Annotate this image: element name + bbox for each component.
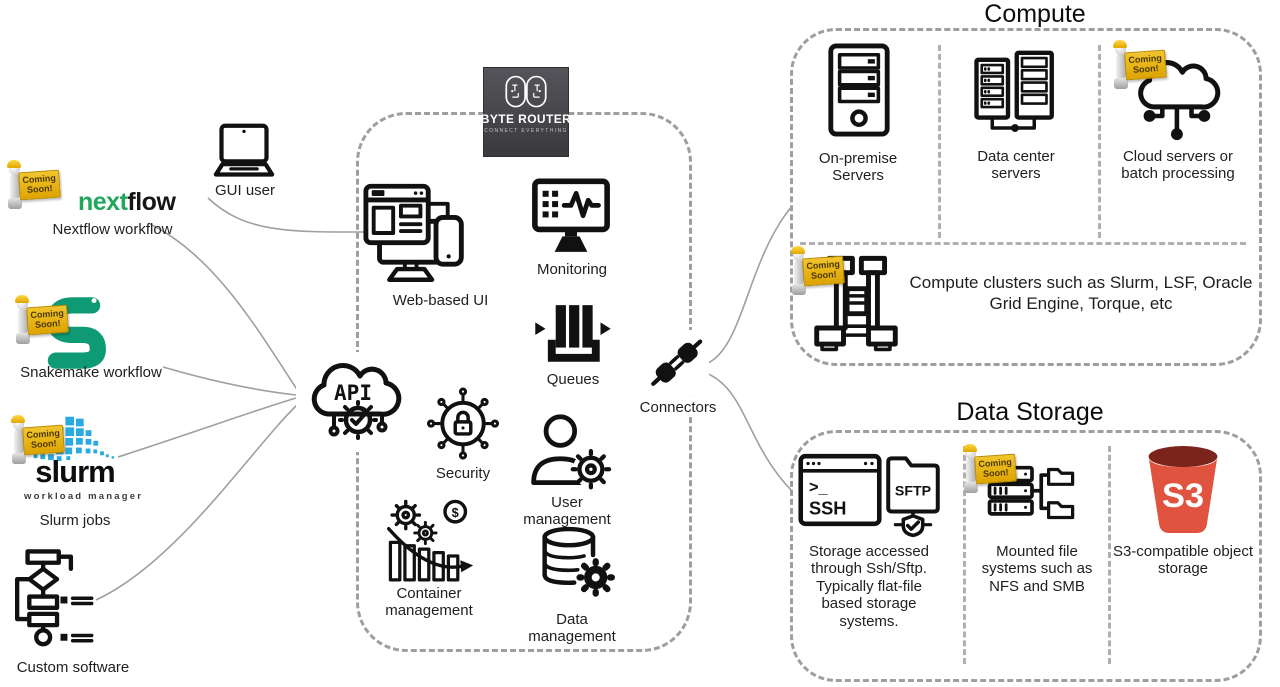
- hard-hat-icon: [7, 160, 21, 168]
- connectors-icon: [645, 330, 709, 396]
- cloud-servers-label: Cloud servers or batch processing: [1121, 148, 1235, 183]
- ssh-storage-label: Storage accessed through Ssh/Sftp. Typic…: [808, 543, 930, 630]
- compute-box: [790, 28, 1262, 366]
- storage-divider-2: [1108, 446, 1111, 664]
- line-connectors-compute: [705, 205, 793, 365]
- s3-bucket-icon: S3: [1140, 442, 1226, 538]
- snakemake-label: Snakemake workflow: [20, 364, 162, 381]
- api-text: API: [334, 381, 372, 405]
- line-slurm-api: [117, 397, 297, 458]
- line-connectors-storage: [705, 372, 793, 492]
- cluster-icon: [806, 252, 906, 354]
- prompt-text: >_: [809, 479, 829, 497]
- nextflow-logo-dark: flow: [127, 188, 176, 216]
- monitoring-label: Monitoring: [536, 261, 608, 278]
- line-snakemake-api: [162, 366, 297, 396]
- custom-software-label: Custom software: [16, 659, 130, 676]
- coming-soon-badge: Coming Soon!: [6, 160, 61, 218]
- compute-title: Compute: [984, 0, 1086, 28]
- storage-title: Data Storage: [956, 398, 1104, 426]
- logo-title: BYTE ROUTER: [480, 112, 572, 126]
- data-center-label: Data center servers: [977, 148, 1055, 183]
- brain-icon: [505, 75, 547, 108]
- slurm-label: Slurm jobs: [39, 512, 111, 529]
- line-custom-api: [95, 403, 299, 601]
- api-cloud-icon: API: [296, 352, 410, 452]
- nextflow-logo: nextflow: [78, 188, 176, 217]
- coming-soon-badge: Coming Soon!: [14, 295, 69, 353]
- coming-soon-sign: Coming Soon!: [18, 169, 61, 201]
- security-icon: [418, 383, 508, 465]
- on-premise-label: On-premise Servers: [818, 150, 898, 185]
- gui-user-label: GUI user: [214, 182, 275, 199]
- cloud-compute-icon: [1124, 50, 1228, 141]
- byte-router-logo: BYTE ROUTER CONNECT EVERYTHING: [480, 68, 572, 156]
- queues-icon: [533, 302, 613, 368]
- coming-soon-badge: Coming Soon!: [790, 246, 845, 304]
- tower-server-icon: [822, 42, 896, 138]
- user-management-label: User management: [523, 494, 611, 529]
- storage-box: [790, 430, 1262, 682]
- s3-text: S3: [1162, 477, 1204, 515]
- container-management-label: Container management: [385, 585, 473, 620]
- compute-divider-h: [800, 242, 1246, 245]
- coming-soon-badge: Coming Soon!: [962, 444, 1017, 502]
- laptop-icon: [208, 122, 280, 182]
- slurm-tagline: workload manager: [24, 491, 144, 502]
- web-ui-label: Web-based UI: [392, 292, 489, 309]
- worker-figure: [9, 164, 20, 175]
- mounted-fs-label: Mounted file systems such as NFS and SMB: [981, 543, 1093, 595]
- logo-subtitle: CONNECT EVERYTHING: [484, 128, 568, 134]
- coming-soon-badge: Coming Soon!: [10, 415, 65, 473]
- compute-divider-2: [1098, 45, 1101, 238]
- slurm-wordmark: slurm: [35, 454, 115, 489]
- security-label: Security: [435, 465, 491, 482]
- flowchart-icon: [8, 548, 100, 652]
- queues-label: Queues: [546, 371, 600, 388]
- sftp-folder-icon: SFTP: [882, 446, 944, 538]
- sftp-text: SFTP: [895, 483, 931, 499]
- connectors-label: Connectors: [634, 399, 722, 417]
- clusters-label: Compute clusters such as Slurm, LSF, Ora…: [909, 273, 1253, 314]
- coming-soon-badge: Coming Soon!: [1112, 40, 1167, 98]
- rack-servers-icon: [966, 48, 1064, 138]
- user-management-icon: [520, 412, 616, 496]
- web-ui-icon: [362, 178, 474, 288]
- nextflow-logo-green: next: [78, 188, 128, 216]
- ssh-terminal-icon: >_ SSH: [798, 452, 882, 528]
- data-management-icon: [533, 523, 619, 605]
- mounted-fs-icon: [985, 464, 1079, 536]
- ssh-text: SSH: [809, 498, 847, 519]
- container-management-icon: $: [383, 498, 478, 585]
- data-management-label: Data management: [528, 611, 616, 646]
- storage-divider-1: [963, 446, 966, 664]
- line-gui-webui: [207, 197, 367, 233]
- s3-label: S3-compatible object storage: [1112, 543, 1254, 578]
- snake-eye: [91, 298, 97, 304]
- dollar-text: $: [452, 505, 459, 520]
- monitoring-icon: [528, 176, 614, 258]
- nextflow-label: Nextflow workflow: [52, 221, 173, 238]
- compute-divider-1: [938, 45, 941, 238]
